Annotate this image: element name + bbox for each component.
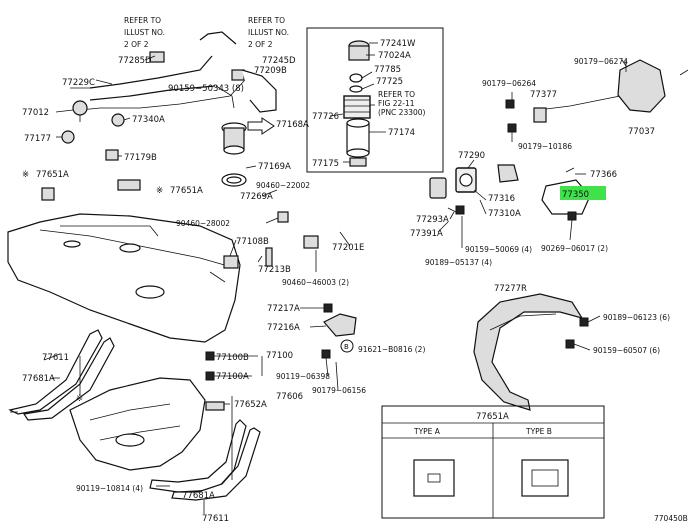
part-label[interactable]: 77174 xyxy=(388,128,415,138)
part-label[interactable]: 77168A xyxy=(276,120,309,130)
refer-notes: REFER TO ILLUST NO. 2 OF 2 REFER TO ILLU… xyxy=(124,16,426,117)
part-label[interactable]: 77391A xyxy=(410,229,443,239)
wheel-liner-drawing xyxy=(473,293,589,411)
part-label[interactable]: 77024A xyxy=(378,51,411,61)
tank-protector-drawing xyxy=(69,377,206,471)
tank-straps-drawing xyxy=(8,329,261,501)
refer-note-left-line1: REFER TO xyxy=(124,16,161,25)
part-label[interactable]: 77245D xyxy=(262,56,296,66)
part-label[interactable]: 91621−B0816 (2) xyxy=(358,345,425,354)
fuel-tank-drawing xyxy=(7,213,241,343)
part-label[interactable]: 77726 xyxy=(312,112,339,122)
part-label[interactable]: 77652A xyxy=(234,400,267,410)
part-label[interactable]: 77681A xyxy=(22,374,55,384)
refer-note-right-line2: ILLUST NO. xyxy=(248,28,289,37)
part-label[interactable]: 77366 xyxy=(590,170,617,180)
part-label[interactable]: 77285D xyxy=(118,56,152,66)
part-label[interactable]: 90460−46003 (2) xyxy=(282,278,349,287)
part-label[interactable]: 77175 xyxy=(312,159,339,169)
part-label[interactable]: 77213B xyxy=(258,265,291,275)
part-label[interactable]: 77201E xyxy=(332,243,364,253)
refer-note-left-line2: ILLUST NO. xyxy=(124,28,165,37)
part-label[interactable]: 77100A xyxy=(216,372,249,382)
part-label[interactable]: 77209B xyxy=(254,66,287,76)
fuel-pump-drawing xyxy=(329,40,386,167)
part-label[interactable]: 77606 xyxy=(276,392,303,402)
part-label[interactable]: 90119−06398 xyxy=(276,372,330,381)
part-label[interactable]: 77340A xyxy=(132,115,165,125)
sender-gauge-drawing xyxy=(221,117,275,187)
part-label[interactable]: 77100 xyxy=(266,351,293,361)
part-label[interactable]: 90179−06264 xyxy=(482,79,536,88)
part-label[interactable]: 77012 xyxy=(22,108,49,118)
asterisk-mark: ※ xyxy=(76,394,83,404)
part-label[interactable]: 90179−06274 xyxy=(574,57,628,66)
part-label[interactable]: 77316 xyxy=(488,194,515,204)
part-label[interactable]: 77037 xyxy=(628,127,655,137)
part-label[interactable]: 77100B xyxy=(216,353,249,363)
part-label-highlighted[interactable]: 77350 xyxy=(562,190,589,200)
part-label[interactable]: 90269−06017 (2) xyxy=(541,244,608,253)
circle-b-marker xyxy=(340,339,354,353)
refer-note-fig-line3: (PNC 23300) xyxy=(378,108,426,117)
refer-note-fig-line2: FIG 22-11 xyxy=(378,99,415,108)
diagram-code: 770450B xyxy=(654,514,688,523)
asterisk-mark: ※ xyxy=(22,170,29,180)
type-table-col-a: TYPE A xyxy=(413,427,441,436)
part-label[interactable]: 77229C xyxy=(62,78,95,88)
part-label[interactable]: 90189−05137 (4) xyxy=(425,258,492,267)
part-labels: 77285D 77245D 77209B 77229C 90159−50343 … xyxy=(22,39,670,524)
part-label[interactable]: 77177 xyxy=(24,134,51,144)
circle-b-label: B xyxy=(344,343,349,351)
part-label[interactable]: 77277R xyxy=(494,284,527,294)
part-label[interactable]: 77241W xyxy=(380,39,416,49)
fuel-lines-drawing xyxy=(61,31,277,161)
part-label[interactable]: 90159−50343 (8) xyxy=(168,84,244,94)
part-label[interactable]: 77651A xyxy=(170,186,203,196)
part-label[interactable]: 90460−22002 xyxy=(256,181,310,190)
part-label[interactable]: 90460−28002 xyxy=(176,219,230,228)
part-label[interactable]: 77681A xyxy=(182,491,215,501)
part-label[interactable]: 90189−06123 (6) xyxy=(603,313,670,322)
part-label[interactable]: 77377 xyxy=(530,90,557,100)
refer-note-left-line3: 2 OF 2 xyxy=(124,40,149,49)
part-label[interactable]: 77310A xyxy=(488,209,521,219)
part-label[interactable]: 77217A xyxy=(267,304,300,314)
part-label[interactable]: 77611 xyxy=(42,353,69,363)
part-label[interactable]: 90179−10186 xyxy=(518,142,572,151)
part-label[interactable]: 77651A xyxy=(36,170,69,180)
part-label[interactable]: 77108B xyxy=(236,237,269,247)
type-table-col-b: TYPE B xyxy=(525,427,552,436)
part-label[interactable]: 77269A xyxy=(240,192,273,202)
refer-note-right-line3: 2 OF 2 xyxy=(248,40,273,49)
part-label[interactable]: 77785 xyxy=(374,65,401,75)
part-label[interactable]: 77290 xyxy=(458,151,485,161)
type-table-text: ※ 77651A TYPE A TYPE B xyxy=(76,394,552,436)
leader-lines xyxy=(43,55,627,514)
part-label[interactable]: 77169A xyxy=(258,162,291,172)
type-table-title: 77651A xyxy=(476,412,509,422)
part-label[interactable]: 90179−06156 xyxy=(312,386,366,395)
fuel-lid-opener-drawing xyxy=(505,59,689,133)
drawing-layer xyxy=(7,27,689,519)
part-label[interactable]: 77216A xyxy=(267,323,300,333)
bracket-drawing xyxy=(41,179,357,411)
refer-note-fig-line1: REFER TO xyxy=(378,90,415,99)
highlight-box xyxy=(560,186,606,200)
part-label[interactable]: 77611 xyxy=(202,514,229,524)
refer-note-right-line1: REFER TO xyxy=(248,16,285,25)
type-table xyxy=(381,405,605,519)
part-label[interactable]: 90159−60507 (6) xyxy=(593,346,660,355)
fuel-pump-inset-box xyxy=(306,27,444,173)
part-label[interactable]: 90159−50069 (4) xyxy=(465,245,532,254)
part-label[interactable]: 77725 xyxy=(376,77,403,87)
asterisk-mark: ※ xyxy=(156,186,163,196)
part-label[interactable]: 77179B xyxy=(124,153,157,163)
part-label[interactable]: 90119−10814 (4) xyxy=(76,484,143,493)
part-label[interactable]: 77293A xyxy=(416,215,449,225)
